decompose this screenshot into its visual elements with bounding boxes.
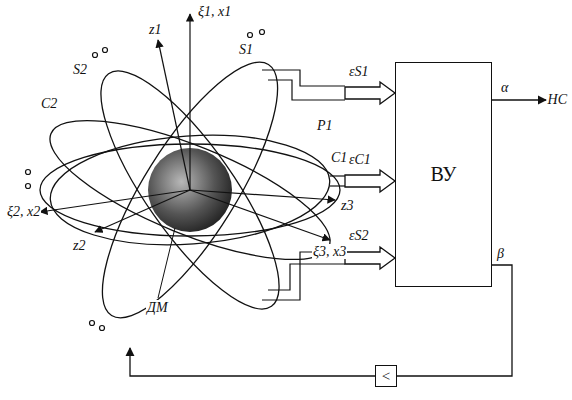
axis-label: ξ3, x3 <box>312 244 347 259</box>
signal-label: εC1 <box>348 152 372 167</box>
signal-label: α <box>500 80 509 95</box>
axis-label: z2 <box>72 238 86 253</box>
coil-leads <box>26 30 346 331</box>
signal-label: εS2 <box>348 228 370 243</box>
coil-label: P1 <box>316 118 334 133</box>
signal-label: НС <box>547 92 568 107</box>
amplifier-box: < <box>375 365 397 387</box>
part-label: ДМ <box>146 300 169 315</box>
axis-label: ξ1, x1 <box>197 4 232 19</box>
coil-label: S2 <box>72 62 88 77</box>
control-unit-box: ВУ <box>395 62 492 287</box>
coil-label: S1 <box>238 42 254 57</box>
output-line <box>492 99 546 100</box>
coil-label: C2 <box>40 96 58 111</box>
axis-label: z3 <box>340 198 354 213</box>
signal-arrows <box>345 82 395 269</box>
signal-label: εS1 <box>348 64 370 79</box>
axis-label: ξ2, x2 <box>6 204 41 219</box>
signal-label: β <box>496 246 505 261</box>
axis-label: z1 <box>148 22 162 37</box>
node-text: ВУ <box>431 163 457 186</box>
axes <box>40 14 335 240</box>
node-text: < <box>382 368 390 385</box>
leader-line <box>158 228 175 298</box>
feedback-wire <box>130 348 375 376</box>
coil-label: C1 <box>330 150 348 165</box>
